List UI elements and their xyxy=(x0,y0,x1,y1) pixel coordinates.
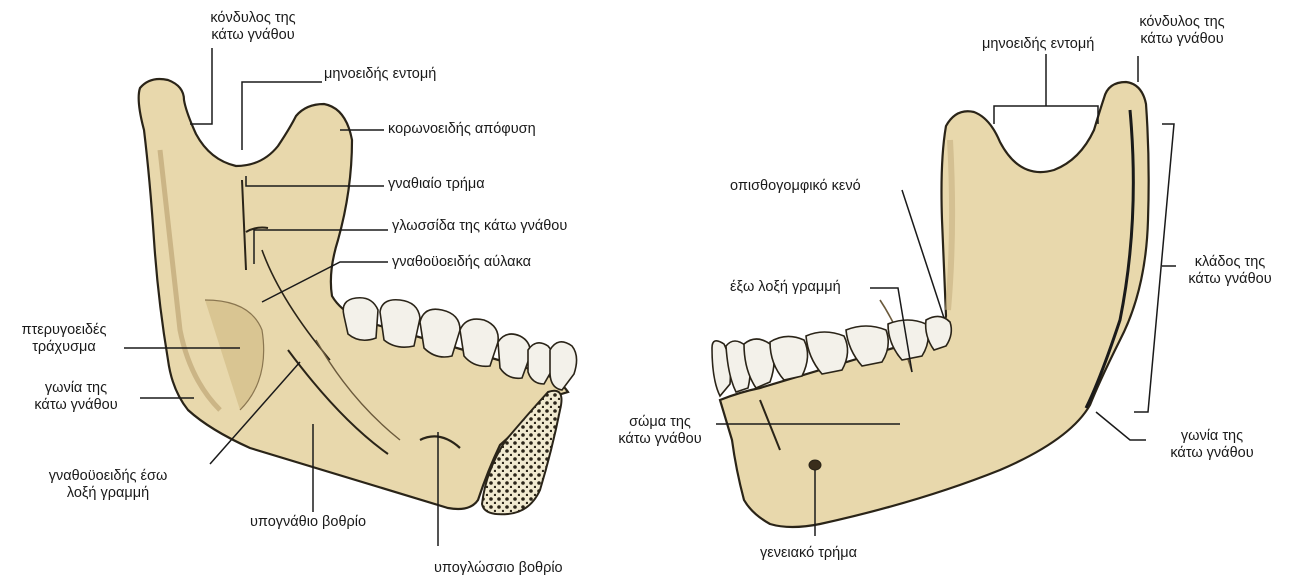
label-retromolar-space: οπισθογομφικό κενό xyxy=(730,178,861,195)
right-mandible-bone xyxy=(720,82,1149,527)
label-sublingual-fossa: υπογλώσσιο βοθρίο xyxy=(434,560,563,577)
label-mental-foramen: γενειακό τρήμα xyxy=(760,545,857,562)
label-lingula: γλωσσίδα της κάτω γνάθου xyxy=(392,218,567,235)
label-submandibular-fossa: υπογνάθιο βοθρίο xyxy=(250,514,366,531)
mandible-lateral-view xyxy=(712,82,1149,527)
label-mylohyoid-groove: γναθοϋοειδής αύλακα xyxy=(392,254,531,271)
label-oblique-line: έξω λοξή γραμμή xyxy=(730,279,841,296)
label-mandibular-notch-right: μηνοειδής εντομή xyxy=(982,36,1094,53)
mandible-medial-view xyxy=(139,79,577,514)
label-mandibular-foramen: γναθιαίο τρήμα xyxy=(388,176,485,193)
label-coronoid-process: κορωνοειδής απόφυση xyxy=(388,121,536,138)
mental-foramen-hole xyxy=(809,460,821,470)
label-mandibular-notch-left: μηνοειδής εντομή xyxy=(324,66,436,83)
